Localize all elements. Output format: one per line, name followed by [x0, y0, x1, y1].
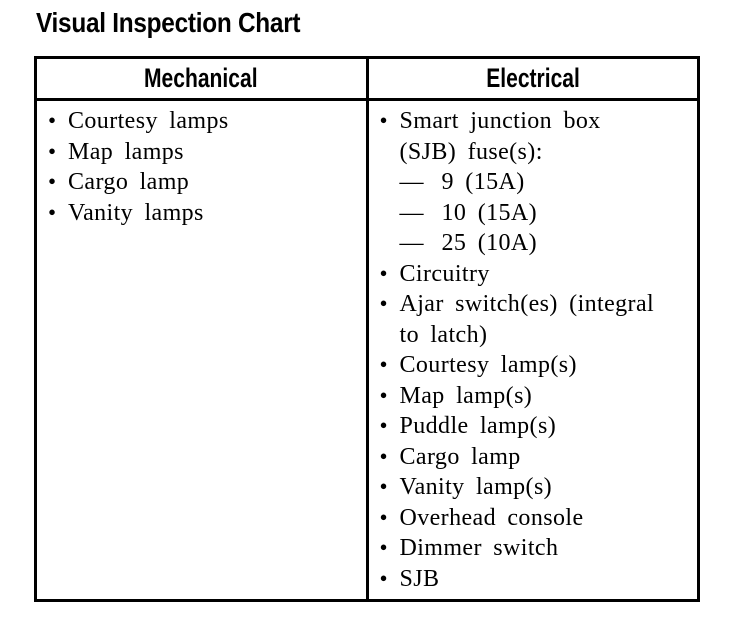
dash-icon: — [399, 199, 424, 226]
list-item: • Courtesy lamp(s) [380, 350, 694, 381]
list-item: • Overhead console [380, 503, 694, 534]
column-header-mechanical-label: Mechanical [144, 63, 259, 93]
bullet-icon: • [379, 382, 388, 408]
bullet-icon: • [48, 199, 57, 225]
bullet-icon: • [379, 291, 388, 316]
dash-icon: — [399, 169, 424, 195]
column-header-electrical: Electrical [365, 59, 698, 98]
list-item: • Puddle lamp(s) [380, 411, 694, 442]
item-text: Map lamps [68, 138, 184, 165]
sub-item: — 9 (15A) [400, 167, 694, 198]
column-header-electrical-label: Electrical [485, 63, 580, 93]
list-item: • Cargo lamp [380, 442, 694, 473]
mechanical-list: • Courtesy lamps • Map lamps • Cargo lam… [48, 106, 362, 228]
item-text: Map lamp(s) [399, 382, 533, 409]
electrical-list: • Smart junction box (SJB) fuse(s): — 9 … [380, 106, 694, 594]
table-body-row: • Courtesy lamps • Map lamps • Cargo lam… [37, 101, 697, 599]
item-text: SJB [399, 565, 440, 592]
bullet-icon: • [379, 535, 388, 560]
table-header-row: Mechanical Electrical [37, 59, 697, 101]
sub-item-text: 9 (15A) [441, 169, 525, 195]
item-text: Dimmer switch [399, 535, 559, 561]
bullet-icon: • [48, 138, 57, 164]
item-text: Ajar switch(es) (integral [399, 291, 655, 317]
list-item: • Circuitry [380, 259, 694, 290]
bullet-icon: • [379, 108, 388, 133]
item-text: Cargo lamp [68, 169, 190, 195]
item-text: Courtesy lamps [68, 108, 229, 134]
sub-item: — 25 (10A) [400, 228, 694, 259]
item-text: (SJB) fuse(s): [399, 138, 543, 165]
mechanical-cell: • Courtesy lamps • Map lamps • Cargo lam… [37, 101, 366, 599]
list-item: • Vanity lamp(s) [380, 472, 694, 503]
electrical-cell: • Smart junction box (SJB) fuse(s): — 9 … [365, 101, 698, 599]
item-text: Vanity lamp(s) [399, 474, 553, 500]
bullet-icon: • [379, 260, 388, 286]
sub-item: — 10 (15A) [400, 198, 694, 229]
bullet-icon: • [379, 413, 388, 438]
item-text: Cargo lamp [399, 443, 521, 470]
list-item: • Ajar switch(es) (integral to latch) [380, 289, 694, 350]
item-text: Vanity lamps [68, 199, 204, 226]
item-text: Circuitry [399, 260, 490, 287]
bullet-icon: • [379, 504, 388, 530]
list-item: • Vanity lamps [48, 198, 362, 229]
sub-item-text: 25 (10A) [441, 230, 538, 256]
item-text: Puddle lamp(s) [399, 413, 557, 439]
list-item: • SJB [380, 564, 694, 595]
dash-icon: — [399, 230, 424, 256]
item-text: Smart junction box [399, 108, 601, 134]
bullet-icon: • [48, 108, 57, 133]
item-text: to latch) [399, 321, 488, 348]
list-item: • Map lamps [48, 137, 362, 168]
list-item: • Cargo lamp [48, 167, 362, 198]
bullet-icon: • [379, 565, 388, 591]
list-item: • Map lamp(s) [380, 381, 694, 412]
item-text: Courtesy lamp(s) [399, 352, 577, 378]
column-header-mechanical: Mechanical [37, 59, 366, 98]
bullet-icon: • [379, 474, 388, 499]
bullet-icon: • [379, 352, 388, 377]
list-item: • Courtesy lamps [48, 106, 362, 137]
sub-item-text: 10 (15A) [441, 199, 538, 226]
bullet-icon: • [379, 443, 388, 469]
item-text: Overhead console [399, 504, 584, 531]
bullet-icon: • [48, 169, 57, 194]
page-title: Visual Inspection Chart [36, 7, 301, 38]
visual-inspection-table: Mechanical Electrical • Courtesy lamps •… [34, 56, 700, 602]
list-item: • Dimmer switch [380, 533, 694, 564]
list-item: • Smart junction box (SJB) fuse(s): — 9 … [380, 106, 694, 259]
